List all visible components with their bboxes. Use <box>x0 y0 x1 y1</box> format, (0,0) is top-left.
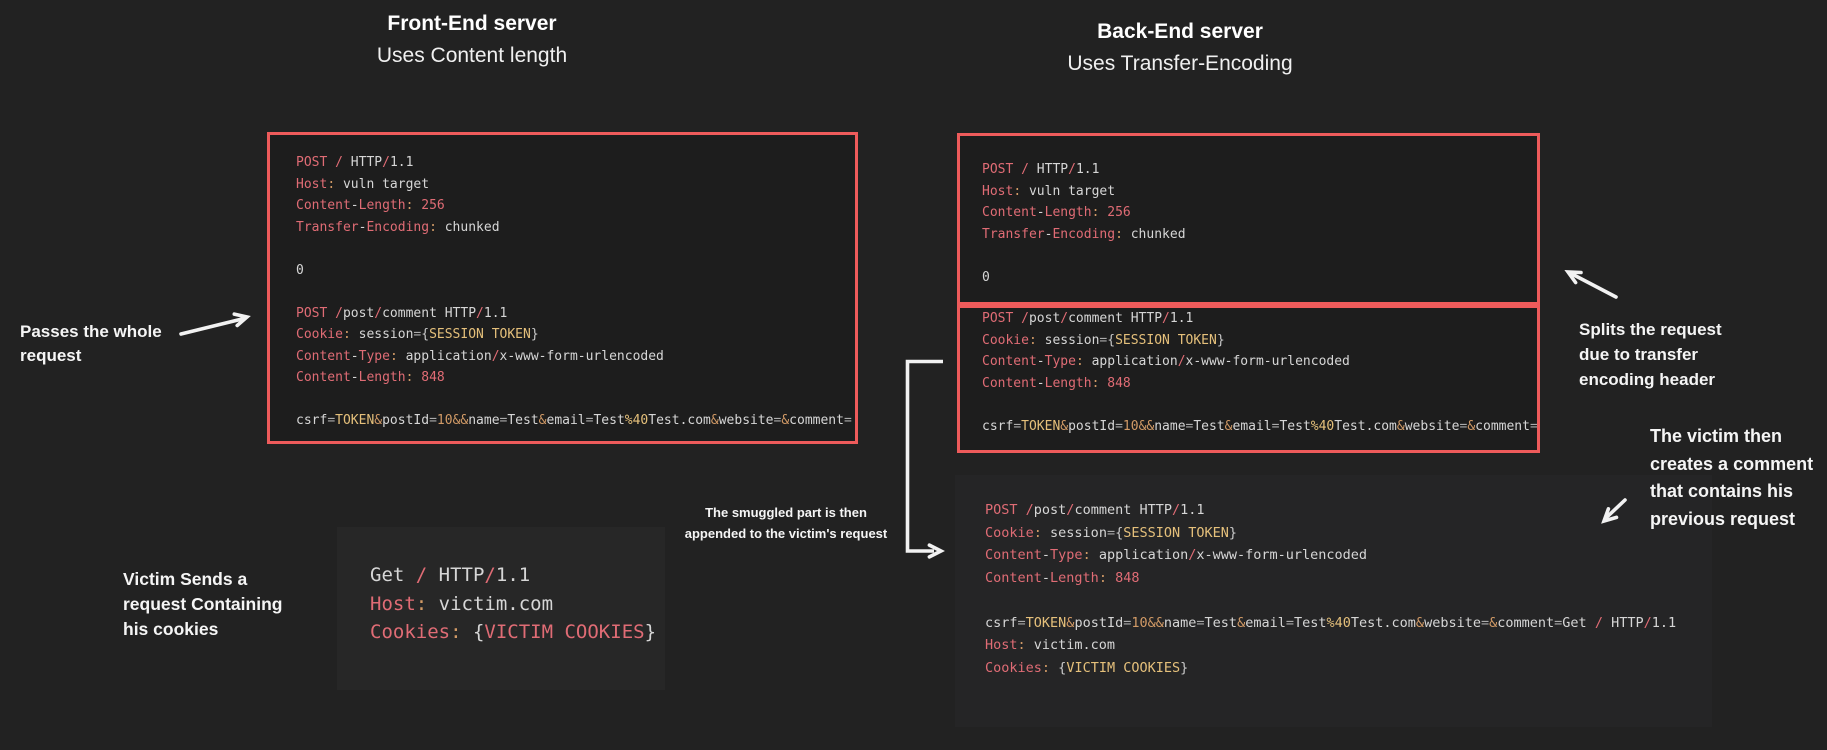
passes-request-arrow-icon <box>179 312 251 336</box>
frontend-server-title: Front-End server Uses Content length <box>172 10 772 74</box>
backend-server-subtitle: Uses Transfer-Encoding <box>1067 52 1293 75</box>
smuggled-part-connector-arrow-icon <box>905 359 945 559</box>
frontend-server-title-line1: Front-End server <box>387 12 557 35</box>
backend-server-title: Back-End server Uses Transfer-Encoding <box>880 18 1480 82</box>
frontend-server-subtitle: Uses Content length <box>376 44 568 67</box>
splits-request-arrow-icon <box>1564 270 1618 299</box>
backend-server-title-line1: Back-End server <box>1097 20 1263 43</box>
